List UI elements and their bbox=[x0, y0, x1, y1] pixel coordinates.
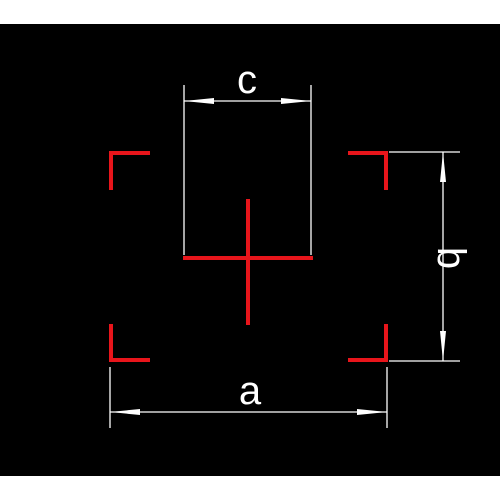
dimension-a-arrow-left bbox=[110, 409, 140, 415]
corner-bracket-bottom-right bbox=[348, 324, 388, 362]
dimension-b-arrow-top bbox=[440, 152, 446, 182]
dimension-c-arrow-left bbox=[184, 98, 214, 104]
corner-brackets bbox=[109, 151, 388, 362]
corner-bracket-bottom-left bbox=[109, 324, 150, 362]
dimension-b-arrow-bottom bbox=[440, 331, 446, 361]
center-cross bbox=[183, 199, 313, 325]
corner-bracket-top-right bbox=[348, 151, 388, 190]
corner-bracket-top-left bbox=[109, 151, 150, 190]
dimension-b-label: b bbox=[429, 247, 473, 269]
dimension-a-arrow-right bbox=[357, 409, 387, 415]
dimension-c bbox=[183, 85, 312, 255]
dimension-c-arrow-right bbox=[281, 98, 311, 104]
dimension-a-label: a bbox=[239, 369, 262, 413]
dimension-c-label: c bbox=[237, 58, 257, 102]
dimension-b bbox=[389, 151, 460, 362]
dimension-a bbox=[109, 367, 388, 428]
